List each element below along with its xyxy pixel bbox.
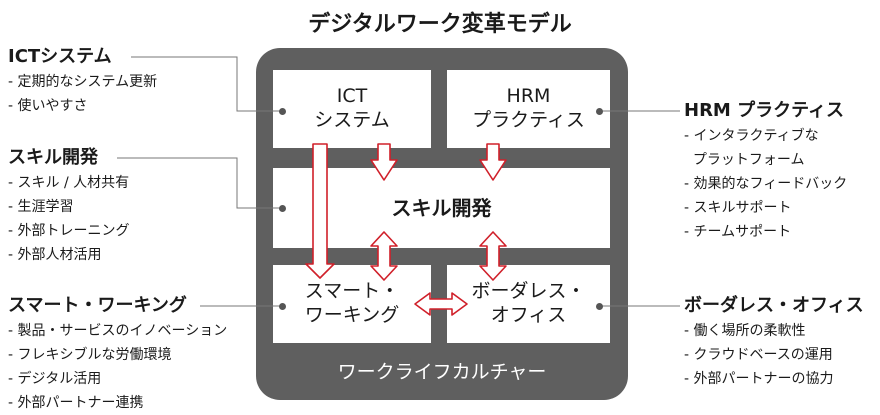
smart-working-description: スマート・ワーキング - 製品・サービスのイノベーション - フレキシブルな労働… (8, 293, 227, 415)
skill-development-description: スキル開発 - スキル / 人材共有 - 生涯学習 - 外部トレーニング - 外… (8, 145, 130, 267)
hrm-box-line2: プラクティス (472, 109, 585, 131)
skill-development-box: スキル開発 (273, 168, 610, 248)
ict-heading: ICTシステム (8, 46, 112, 67)
smart-working-box: スマート・ ワーキング (273, 265, 431, 343)
skill-borderless-double-arrow (479, 231, 507, 281)
borderless-anchor-dot (596, 303, 603, 310)
hrm-item: - チームサポート (684, 224, 792, 240)
skill-item: - 外部人材活用 (8, 247, 102, 263)
hrm-heading: HRM プラクティス (684, 100, 845, 121)
borderless-item: - 働く場所の柔軟性 (684, 323, 806, 339)
smart-borderless-double-arrow (414, 292, 468, 316)
smart-box-line2: ワーキング (304, 304, 400, 326)
skill-heading: スキル開発 (8, 147, 98, 168)
hrm-item: - スキルサポート (684, 200, 792, 216)
borderless-office-description: ボーダレス・オフィス - 働く場所の柔軟性 - クラウドベースの運用 - 外部パ… (684, 293, 864, 391)
smart-anchor-dot (279, 303, 286, 310)
hrm-item: - 効果的なフィードバック (684, 176, 848, 192)
smart-heading: スマート・ワーキング (8, 295, 187, 316)
skill-item: - 生涯学習 (8, 199, 74, 215)
borderless-heading: ボーダレス・オフィス (684, 295, 864, 316)
hrm-anchor-dot (596, 108, 603, 115)
ict-to-skill-arrow (370, 143, 398, 181)
connector-lines (117, 56, 680, 307)
hrm-box-line1: HRM (506, 85, 551, 108)
smart-box-line1: スマート・ (304, 280, 400, 303)
borderless-box-line1: ボーダレス・ (471, 280, 586, 303)
skill-item: - 外部トレーニング (8, 223, 130, 239)
smart-item: - デジタル活用 (8, 371, 102, 387)
ict-item: - 使いやすさ (8, 98, 88, 114)
hrm-item: - インタラクティブな (684, 128, 819, 144)
skill-box-label: スキル開発 (391, 195, 492, 220)
diagram-title: デジタルワーク変革モデル (308, 12, 572, 37)
skill-anchor-dot (279, 205, 286, 212)
borderless-item: - 外部パートナーの協力 (684, 371, 834, 387)
ict-anchor-dot (279, 108, 286, 115)
ict-box-line1: ICT (336, 85, 368, 108)
smart-item: - 外部パートナー連携 (8, 395, 144, 411)
skill-item: - スキル / 人材共有 (8, 175, 130, 191)
ict-box-line2: システム (314, 109, 390, 131)
hrm-item: プラットフォーム (684, 152, 805, 168)
smart-item: - 製品・サービスのイノベーション (8, 323, 228, 339)
long-down-arrow (305, 143, 335, 279)
borderless-box-line2: オフィス (490, 304, 567, 326)
connector-ict (131, 56, 282, 112)
ict-item: - 定期的なシステム更新 (8, 74, 158, 90)
hrm-to-skill-arrow (479, 143, 507, 181)
hrm-practice-description: HRM プラクティス - インタラクティブな プラットフォーム - 効果的なフィ… (684, 98, 847, 244)
hrm-practice-box: HRM プラクティス (447, 70, 610, 148)
ict-system-description: ICTシステム - 定期的なシステム更新 - 使いやすさ (8, 44, 157, 118)
skill-smart-double-arrow (370, 231, 398, 281)
borderless-item: - クラウドベースの運用 (684, 347, 833, 363)
connector-skill (117, 157, 282, 209)
ict-system-box: ICT システム (273, 70, 431, 148)
work-life-culture-label: ワークライフカルチャー (337, 361, 547, 383)
smart-item: - フレキシブルな労働環境 (8, 347, 172, 363)
borderless-office-box: ボーダレス・ オフィス (447, 265, 610, 343)
